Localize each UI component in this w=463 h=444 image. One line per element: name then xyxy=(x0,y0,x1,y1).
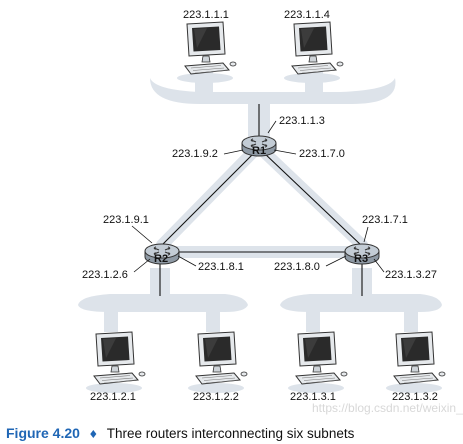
interface-label: 223.1.1.3 xyxy=(279,115,325,127)
link-r1-r3 xyxy=(262,151,363,247)
host-address-label: 223.1.2.2 xyxy=(193,391,239,403)
figure-caption: Figure 4.20 ♦ Three routers interconnect… xyxy=(6,425,355,442)
interface-label: 223.1.3.27 xyxy=(385,269,437,281)
subnet-bottom-right xyxy=(280,268,442,332)
caption-diamond-icon: ♦ xyxy=(88,428,98,441)
caption-text: Three routers interconnecting six subnet… xyxy=(107,426,355,441)
host-address-label: 223.1.3.1 xyxy=(290,391,336,403)
host-223-1-2-1-computer-icon xyxy=(85,331,146,394)
subnet-bottom-left xyxy=(78,268,248,332)
host-223-1-3-2-computer-icon xyxy=(385,331,446,394)
interface-label: 223.1.7.0 xyxy=(299,148,345,160)
router-r1-label: R1 xyxy=(252,145,266,157)
host-address-label: 223.1.3.2 xyxy=(392,391,438,403)
interface-label: 223.1.9.2 xyxy=(172,148,218,160)
interface-label: 223.1.8.1 xyxy=(198,261,244,273)
link-r1-r2 xyxy=(160,151,256,247)
host-223-1-1-1-computer-icon xyxy=(176,21,237,84)
host-address-label: 223.1.1.4 xyxy=(284,9,330,21)
subnet-links xyxy=(156,144,368,258)
interface-label: 223.1.9.1 xyxy=(103,214,149,226)
caption-figure-number: Figure 4.20 xyxy=(6,425,80,441)
interface-label: 223.1.2.6 xyxy=(82,269,128,281)
link-lines xyxy=(159,104,363,296)
interface-label: 223.1.7.1 xyxy=(362,214,408,226)
router-r2-label: R2 xyxy=(154,253,168,265)
host-address-label: 223.1.2.1 xyxy=(90,391,136,403)
interface-label: 223.1.8.0 xyxy=(274,261,320,273)
host-223-1-2-2-computer-icon xyxy=(187,331,248,394)
router-r3-label: R3 xyxy=(354,253,368,265)
watermark: https://blog.csdn.net/weixin_42608581 xyxy=(312,401,463,415)
host-223-1-1-4-computer-icon xyxy=(283,21,344,84)
host-address-label: 223.1.1.1 xyxy=(183,9,229,21)
host-223-1-3-1-computer-icon xyxy=(287,331,348,394)
